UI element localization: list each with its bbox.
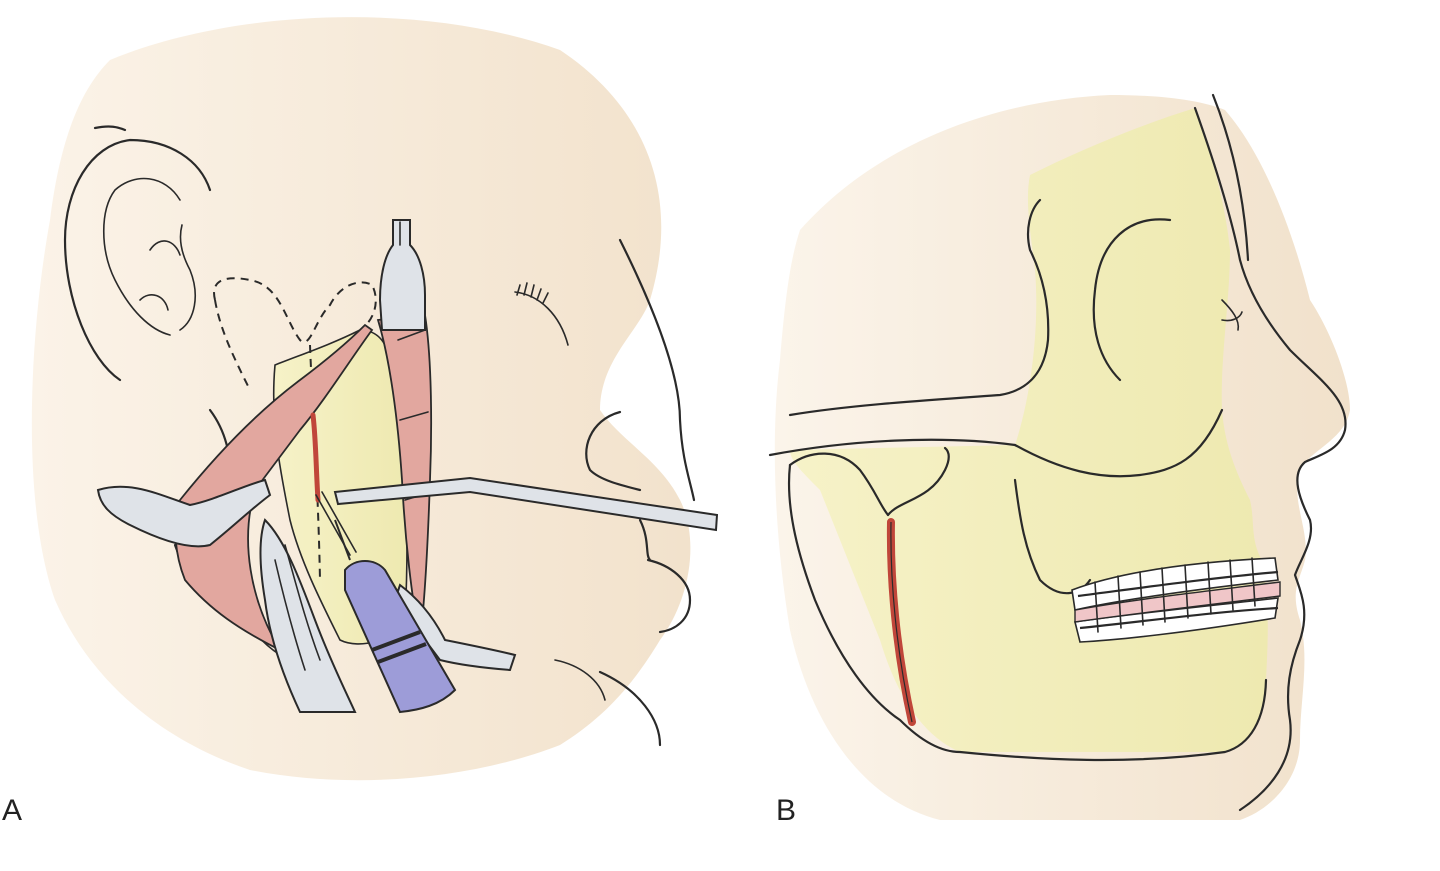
nose-a xyxy=(618,238,696,502)
ear xyxy=(63,125,212,382)
eye-lashes xyxy=(514,282,569,346)
top-retractor xyxy=(378,219,426,331)
elastic-band xyxy=(1074,581,1281,623)
osteotomy-line-a xyxy=(310,412,321,503)
braces-and-teeth xyxy=(1071,557,1281,643)
panel-a xyxy=(31,17,719,781)
probe-instrument xyxy=(333,476,719,532)
masseter-flap-left xyxy=(174,323,374,653)
panel-b xyxy=(768,93,1350,820)
zygomatic-arch xyxy=(788,198,1050,417)
surgical-handpiece xyxy=(334,519,457,714)
gauze-sponge xyxy=(259,518,357,713)
left-retractor xyxy=(96,478,272,548)
mandible-b xyxy=(787,463,1268,762)
panel-label-a: A xyxy=(2,794,23,827)
masseter-flap-right xyxy=(376,314,433,641)
orbit xyxy=(1092,218,1172,382)
face-profile xyxy=(1193,106,1347,812)
panel-label-b: B xyxy=(776,794,797,827)
